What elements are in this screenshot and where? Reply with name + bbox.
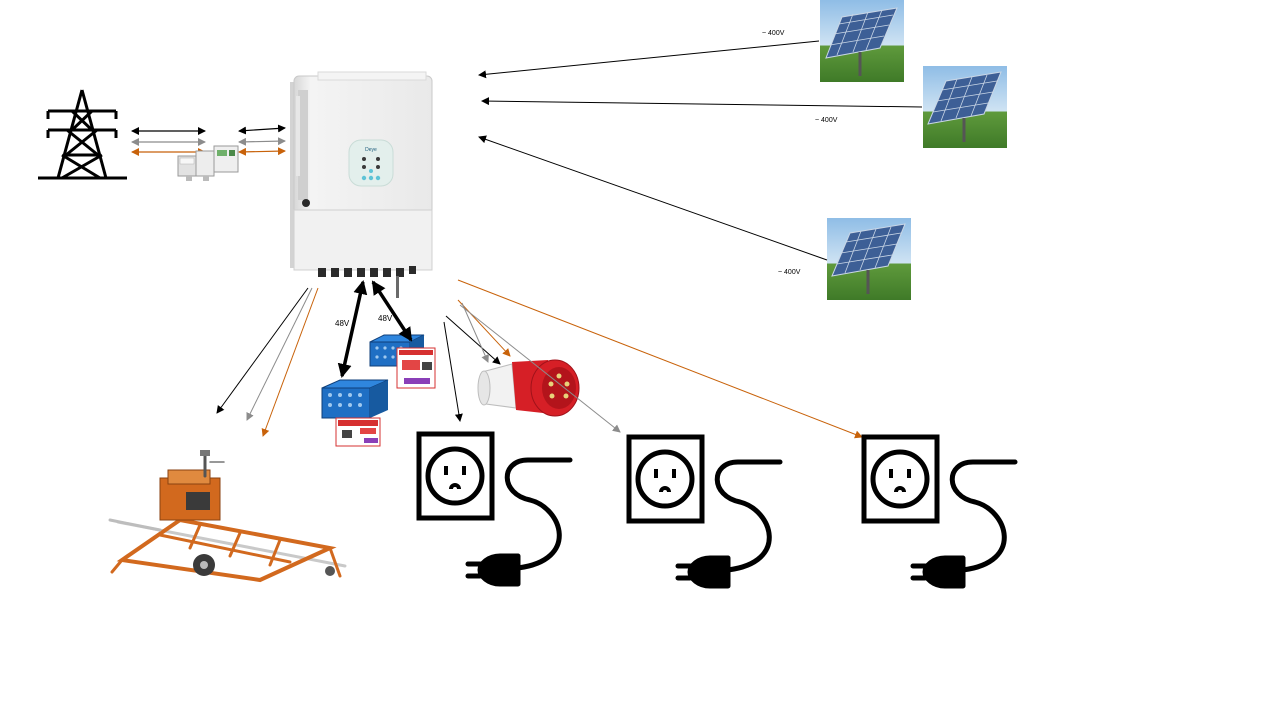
- battery-voltage-label-1: 48V: [335, 319, 350, 328]
- hybrid-inverter-icon: Deye: [290, 71, 433, 298]
- battery-wires: [337, 280, 413, 378]
- power-plug-icon: [910, 459, 1018, 589]
- sawmill-icon: [108, 450, 347, 583]
- battery-icon: [321, 379, 389, 447]
- wall-outlet-icon: [861, 434, 940, 524]
- power-plug-icon: [465, 457, 573, 587]
- pv-voltage-label-3: ~ 400V: [778, 269, 801, 276]
- power-tower-icon: [38, 89, 127, 180]
- power-plug-icon: [675, 459, 783, 589]
- battery-voltage-label-2: 48V: [378, 314, 393, 323]
- svg-text:Deye: Deye: [365, 147, 377, 153]
- sawmill-wires: [216, 287, 319, 437]
- pv-voltage-label-1: ~ 400V: [762, 30, 785, 37]
- wall-outlet-icon: [416, 431, 495, 521]
- meter-inverter-wires: [238, 124, 286, 156]
- industrial-plug-icon: [477, 359, 580, 417]
- load-wires: [443, 279, 863, 439]
- grid-meter-wires: [131, 127, 206, 156]
- pv-wires: [478, 40, 923, 261]
- wall-outlet-icon: [626, 434, 705, 524]
- battery-icon: [369, 334, 436, 389]
- energy-meter-icon: [177, 145, 239, 181]
- pv-voltage-label-2: ~ 400V: [815, 117, 838, 124]
- solar-panel-icon: [820, 0, 904, 82]
- solar-panel-icon: [923, 66, 1007, 148]
- solar-panel-icon: [827, 218, 911, 300]
